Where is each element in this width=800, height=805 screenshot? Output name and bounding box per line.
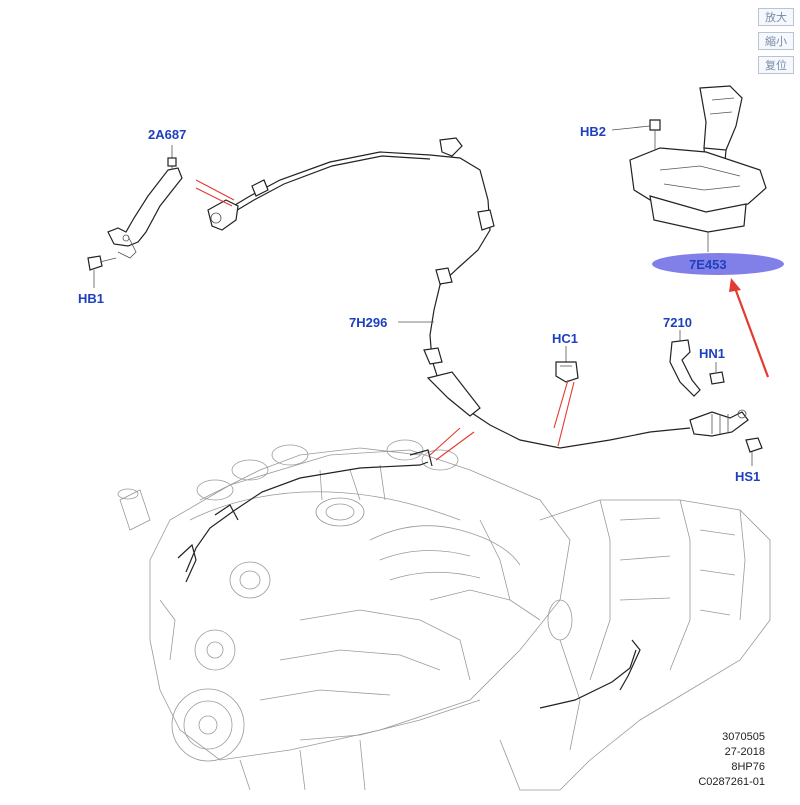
shifter-highlight	[652, 253, 784, 275]
bolt-hb2	[611, 119, 661, 150]
callout-7h296: 7H296	[349, 315, 387, 330]
engine-cable-lower	[539, 649, 637, 709]
diagram-code: 3070505 27-2018 8HP76 C0287261-01	[698, 731, 765, 788]
code-line-1: 3070505	[722, 731, 765, 743]
callout-hb1: HB1	[78, 291, 104, 306]
callout-hs1: HS1	[735, 469, 760, 484]
transmission-assembly	[499, 499, 771, 791]
nut-hn1	[709, 362, 725, 385]
callout-hn1: HN1	[699, 346, 725, 361]
bracket-7210	[669, 330, 701, 397]
red-indicator-lines	[195, 179, 575, 461]
clip-hc1	[555, 346, 579, 383]
engine-assembly	[117, 439, 571, 791]
engine-cable-bracket	[177, 449, 641, 691]
code-line-2: 27-2018	[725, 746, 765, 758]
gear-shifter-7e453	[629, 85, 767, 252]
bolt-hs1	[745, 437, 763, 466]
highlight-arrow	[729, 278, 770, 378]
callout-7e453: 7E453	[689, 257, 727, 272]
bracket-2a687	[107, 145, 183, 259]
callout-hb2: HB2	[580, 124, 606, 139]
engine-cable-route	[185, 461, 429, 573]
code-line-3: 8HP76	[731, 761, 765, 773]
code-line-4: C0287261-01	[698, 776, 765, 788]
bolt-hb1	[87, 255, 117, 288]
callout-7210: 7210	[663, 315, 692, 330]
zoom-in-button[interactable]: 放大	[758, 8, 794, 26]
reset-view-button[interactable]: 复位	[758, 56, 794, 74]
cable-7h296	[207, 137, 749, 449]
callout-2a687: 2A687	[148, 127, 186, 142]
callout-hc1: HC1	[552, 331, 578, 346]
zoom-out-button[interactable]: 縮小	[758, 32, 794, 50]
